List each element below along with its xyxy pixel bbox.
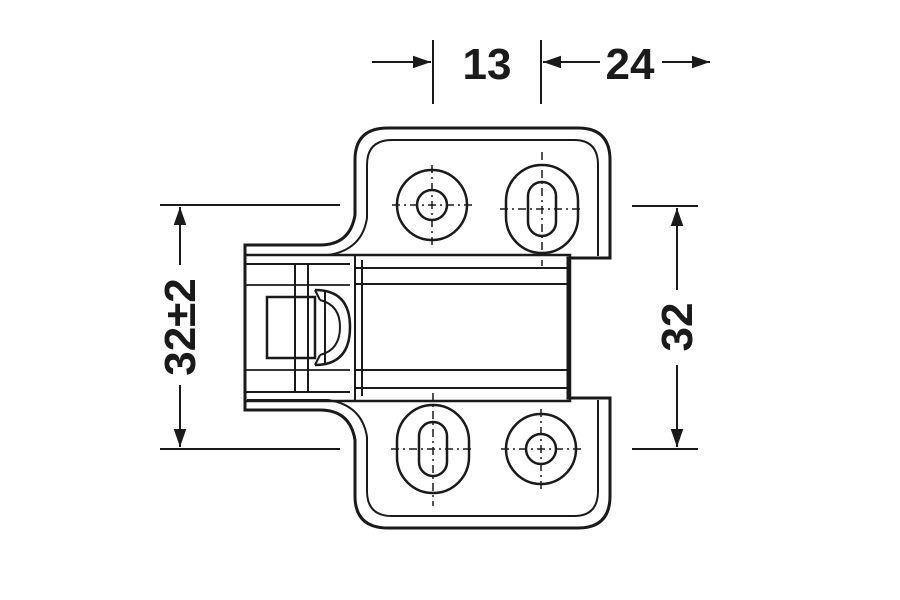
adjustment-cam [265, 288, 352, 367]
slotted-hole-top [500, 152, 584, 266]
dimension-left: 32±2 [156, 204, 340, 450]
dimension-label-24: 24 [606, 40, 655, 89]
dimension-right: 32 [632, 205, 702, 450]
dimension-label-13: 13 [463, 40, 512, 89]
round-hole-bottom [501, 409, 581, 489]
dimension-label-32-pm-2: 32±2 [156, 278, 205, 376]
slotted-hole-bottom [391, 393, 475, 506]
mounting-plate [243, 126, 612, 530]
adjustment-rail [243, 253, 572, 403]
dimension-label-32: 32 [653, 303, 702, 352]
round-hole-top [392, 165, 472, 245]
dimension-top: 13 24 [372, 40, 710, 104]
